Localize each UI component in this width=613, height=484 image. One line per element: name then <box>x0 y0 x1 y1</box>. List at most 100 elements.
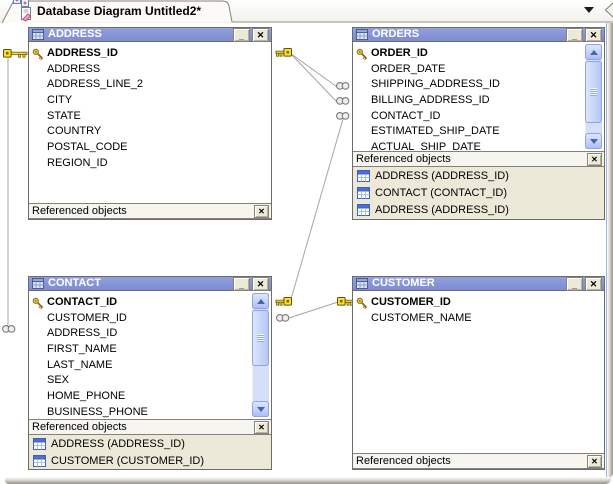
triangle-down-icon <box>589 138 598 144</box>
referenced-objects-bar: Referenced objects ✕ <box>353 151 604 167</box>
table-icon <box>33 454 46 467</box>
minimize-button[interactable]: _ <box>566 27 583 42</box>
column-row[interactable]: COUNTRY <box>29 124 271 140</box>
foreign-key-link-icon[interactable] <box>276 314 290 322</box>
window-titlebar[interactable]: CUSTOMER _ ✕ <box>353 276 604 291</box>
relationship-line[interactable] <box>289 52 338 88</box>
column-name: CONTACT_ID <box>47 296 118 308</box>
foreign-key-link-icon[interactable] <box>336 82 350 90</box>
referenced-object-row[interactable]: ADDRESS (ADDRESS_ID) <box>353 167 604 184</box>
referenced-object-row[interactable]: ADDRESS (ADDRESS_ID) <box>29 435 271 452</box>
column-row[interactable]: SEX <box>29 373 271 389</box>
foreign-key-link-icon[interactable] <box>2 325 16 333</box>
column-row[interactable]: HOME_PHONE <box>29 389 271 405</box>
column-row[interactable]: ADDRESS_LINE_2 <box>29 77 271 93</box>
referenced-objects-list: ADDRESS (ADDRESS_ID) CUSTOMER (CUSTOMER_… <box>29 435 271 469</box>
column-row[interactable]: ORDER_ID <box>353 46 604 62</box>
minimize-button[interactable]: _ <box>233 276 250 291</box>
column-row[interactable]: LAST_NAME <box>29 358 271 374</box>
close-button[interactable]: ✕ <box>252 27 269 42</box>
column-row[interactable]: CITY <box>29 93 271 109</box>
close-referenced-button[interactable]: ✕ <box>587 454 602 468</box>
window-titlebar[interactable]: ORDERS _ ✕ <box>353 27 604 42</box>
column-name: ESTIMATED_SHIP_DATE <box>371 125 500 138</box>
foreign-key-link-icon[interactable] <box>336 97 350 105</box>
column-name: HOME_PHONE <box>47 390 126 403</box>
minimize-button[interactable]: _ <box>233 27 250 42</box>
scroll-down-button[interactable] <box>252 401 269 417</box>
column-row[interactable]: CONTACT_ID <box>29 295 271 311</box>
scroll-up-button[interactable] <box>585 44 602 60</box>
primary-key-icon[interactable] <box>275 297 292 306</box>
column-name: CUSTOMER_ID <box>371 296 451 308</box>
column-row[interactable]: CUSTOMER_ID <box>353 295 604 311</box>
table-icon <box>356 29 368 40</box>
vertical-scrollbar[interactable] <box>585 44 602 149</box>
vertical-scrollbar[interactable] <box>252 293 269 417</box>
column-row[interactable]: CUSTOMER_ID <box>29 311 271 327</box>
table-window-customer: CUSTOMER _ ✕ CUSTOMER_ID CUSTOMER_NAME R… <box>352 276 605 470</box>
table-icon <box>357 186 370 199</box>
column-row[interactable]: POSTAL_CODE <box>29 140 271 156</box>
scroll-up-button[interactable] <box>252 293 269 309</box>
column-name: ORDER_ID <box>371 47 428 59</box>
window-titlebar[interactable]: ADDRESS _ ✕ <box>29 27 271 42</box>
relationship-line[interactable] <box>290 118 344 300</box>
referenced-object-label: CUSTOMER (CUSTOMER_ID) <box>51 454 204 467</box>
referenced-object-row[interactable]: ADDRESS (ADDRESS_ID) <box>353 201 604 218</box>
table-window-contact: CONTACT _ ✕ CONTACT_ID CUSTOMER_ID ADDRE… <box>28 276 272 470</box>
table-icon <box>32 29 44 40</box>
scroll-down-button[interactable] <box>585 133 602 149</box>
primary-key-icon[interactable] <box>337 297 354 306</box>
foreign-key-link-icon[interactable] <box>336 112 350 120</box>
minimize-button[interactable]: _ <box>566 276 583 291</box>
column-row[interactable]: BILLING_ADDRESS_ID <box>353 93 604 109</box>
scroll-left-partial-icon[interactable] <box>603 1 613 21</box>
column-row[interactable]: ACTUAL_SHIP_DATE <box>353 140 604 151</box>
column-row[interactable]: ADDRESS <box>29 62 271 78</box>
column-row[interactable]: BUSINESS_PHONE <box>29 405 271 419</box>
close-button[interactable]: ✕ <box>585 276 602 291</box>
referenced-object-label: CONTACT (CONTACT_ID) <box>375 186 507 199</box>
referenced-object-label: ADDRESS (ADDRESS_ID) <box>375 169 509 182</box>
close-referenced-button[interactable]: ✕ <box>587 152 602 166</box>
close-referenced-button[interactable]: ✕ <box>254 420 269 434</box>
column-row[interactable]: STATE <box>29 109 271 125</box>
window-titlebar[interactable]: CONTACT _ ✕ <box>29 276 271 291</box>
column-row[interactable]: SHIPPING_ADDRESS_ID <box>353 77 604 93</box>
relationship-line[interactable] <box>289 52 338 103</box>
close-referenced-button[interactable]: ✕ <box>254 204 269 218</box>
column-name: CITY <box>47 94 73 107</box>
column-row[interactable]: FIRST_NAME <box>29 342 271 358</box>
referenced-object-row[interactable]: CUSTOMER (CUSTOMER_ID) <box>29 452 271 469</box>
primary-key-icon[interactable] <box>275 48 292 57</box>
diagram-file-icon <box>19 6 34 25</box>
column-row[interactable]: REGION_ID <box>29 156 271 172</box>
column-name: CUSTOMER_ID <box>47 311 127 324</box>
column-row[interactable]: ADDRESS_ID <box>29 46 271 62</box>
column-row[interactable]: ESTIMATED_SHIP_DATE <box>353 124 604 140</box>
close-button[interactable]: ✕ <box>585 27 602 42</box>
scrollbar-thumb[interactable] <box>585 61 602 123</box>
column-row[interactable]: CONTACT_ID <box>353 109 604 125</box>
scrollbar-thumb[interactable] <box>252 310 269 366</box>
primary-key-icon <box>356 297 368 315</box>
table-icon <box>33 437 46 450</box>
column-row[interactable]: ADDRESS_ID <box>29 326 271 342</box>
column-list: CONTACT_ID CUSTOMER_ID ADDRESS_ID FIRST_… <box>29 291 271 419</box>
column-name: ADDRESS <box>47 62 101 75</box>
primary-key-icon[interactable] <box>3 49 28 58</box>
referenced-objects-bar: Referenced objects ✕ <box>29 203 271 219</box>
column-row[interactable]: ORDER_DATE <box>353 62 604 78</box>
referenced-object-row[interactable]: CONTACT (CONTACT_ID) <box>353 184 604 201</box>
relationship-line[interactable] <box>288 301 339 319</box>
referenced-objects-label: Referenced objects <box>32 421 127 433</box>
window-title: ORDERS <box>372 28 420 40</box>
column-row[interactable]: CUSTOMER_NAME <box>353 311 604 327</box>
thumb-grip <box>590 88 597 96</box>
tab-title[interactable]: Database Diagram Untitled2* <box>37 4 202 18</box>
close-button[interactable]: ✕ <box>252 276 269 291</box>
column-list: CUSTOMER_ID CUSTOMER_NAME <box>353 291 604 453</box>
chevron-down-icon[interactable] <box>584 7 594 13</box>
